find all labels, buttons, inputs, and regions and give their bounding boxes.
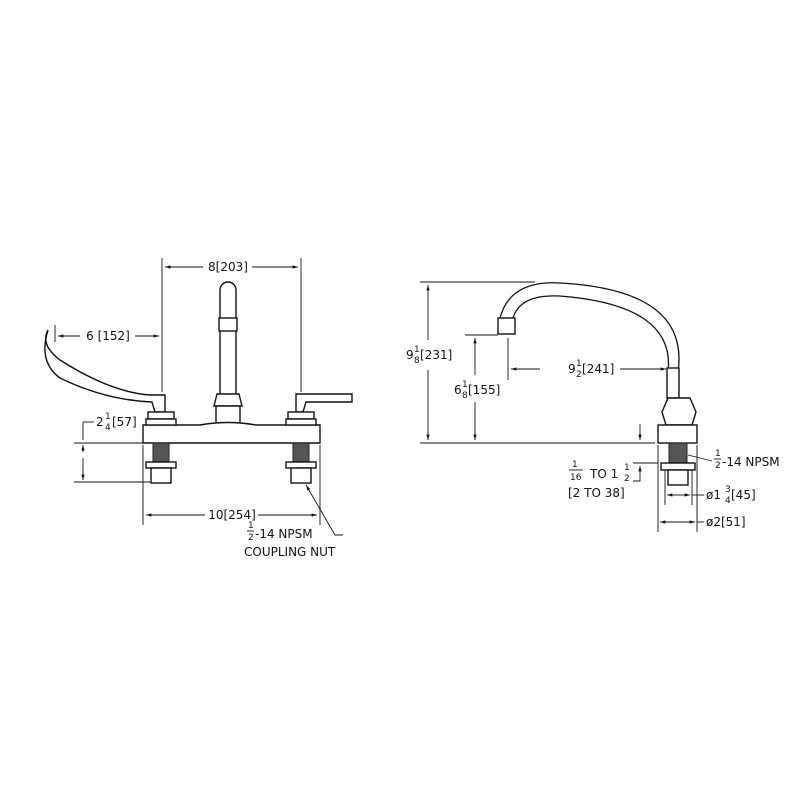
dim-den: 8 [462, 391, 468, 401]
callout-num: 1 [715, 449, 721, 459]
range-to: TO 1 [589, 467, 618, 481]
range-num: 1 [572, 460, 578, 470]
dim-overall-width: 10[254] [208, 508, 256, 522]
dim-num: 3 [725, 485, 731, 495]
dim-overall-height: 9 1 8 [231] [404, 342, 456, 366]
dim-handle-length: 6 [152] [86, 329, 130, 343]
dim-whole: 9 [406, 348, 414, 362]
front-view: 8[203] 6 [152] 2 1 4 [57] 10[254] 1 2 [44, 258, 353, 559]
dim-spout-reach: 9 1 2 [241] [568, 359, 614, 380]
side-spout [497, 282, 680, 399]
side-view: 9 1 8 [231] 6 1 8 [155] 9 1 2 [241] [404, 281, 780, 532]
callout-num: 1 [248, 521, 254, 531]
dim-valve-spacing: 8[203] [208, 260, 248, 274]
dim-den: 4 [725, 496, 731, 506]
right-wrist-blade-handle [285, 393, 353, 426]
dim-hole-diameter: ø1 3 4 [45] [706, 485, 756, 506]
dim-num: 1 [105, 412, 111, 422]
dim-den: 8 [414, 356, 420, 366]
callout-den: 2 [248, 533, 254, 543]
dim-den: 4 [105, 423, 111, 433]
dim-metric: [155] [468, 383, 500, 397]
dim-metric: [45] [731, 488, 756, 502]
callout-den: 2 [715, 461, 721, 471]
side-thread-callout: 1 2 -14 NPSM [714, 449, 780, 471]
dim-spout-height: 6 1 8 [155] [454, 380, 500, 401]
dim-base-diameter: ø2[51] [706, 515, 746, 529]
dim-deck-thickness-range: 1 16 TO 1 1 2 [2 TO 38] [568, 460, 630, 500]
dim-den: 2 [576, 370, 582, 380]
side-valve-body [657, 397, 698, 486]
dim-whole: 9 [568, 362, 576, 376]
right-shank [285, 442, 317, 484]
callout-label: COUPLING NUT [244, 545, 336, 559]
callout-thread: -14 NPSM [255, 527, 313, 541]
left-shank [145, 442, 177, 484]
dim-whole: ø1 [706, 488, 721, 502]
dim-num: 1 [576, 359, 582, 369]
callout-thread: -14 NPSM [722, 455, 780, 469]
dim-shank-length: 2 1 4 [57] [96, 412, 137, 433]
dim-metric: [231] [420, 348, 452, 362]
left-wrist-blade-handle [44, 329, 177, 426]
dim-whole: 6 [454, 383, 462, 397]
dim-metric: [241] [582, 362, 614, 376]
range-den: 16 [570, 473, 582, 483]
dim-whole: 2 [96, 415, 104, 429]
range-num2: 1 [624, 463, 630, 473]
front-base-plate [142, 421, 321, 444]
range-den2: 2 [624, 474, 630, 484]
front-spout [213, 281, 243, 427]
coupling-nut-callout: 1 2 -14 NPSM COUPLING NUT [244, 521, 336, 559]
range-metric: [2 TO 38] [568, 486, 625, 500]
dim-num: 1 [462, 380, 468, 390]
dim-metric: [57] [112, 415, 137, 429]
dim-num: 1 [414, 345, 420, 355]
